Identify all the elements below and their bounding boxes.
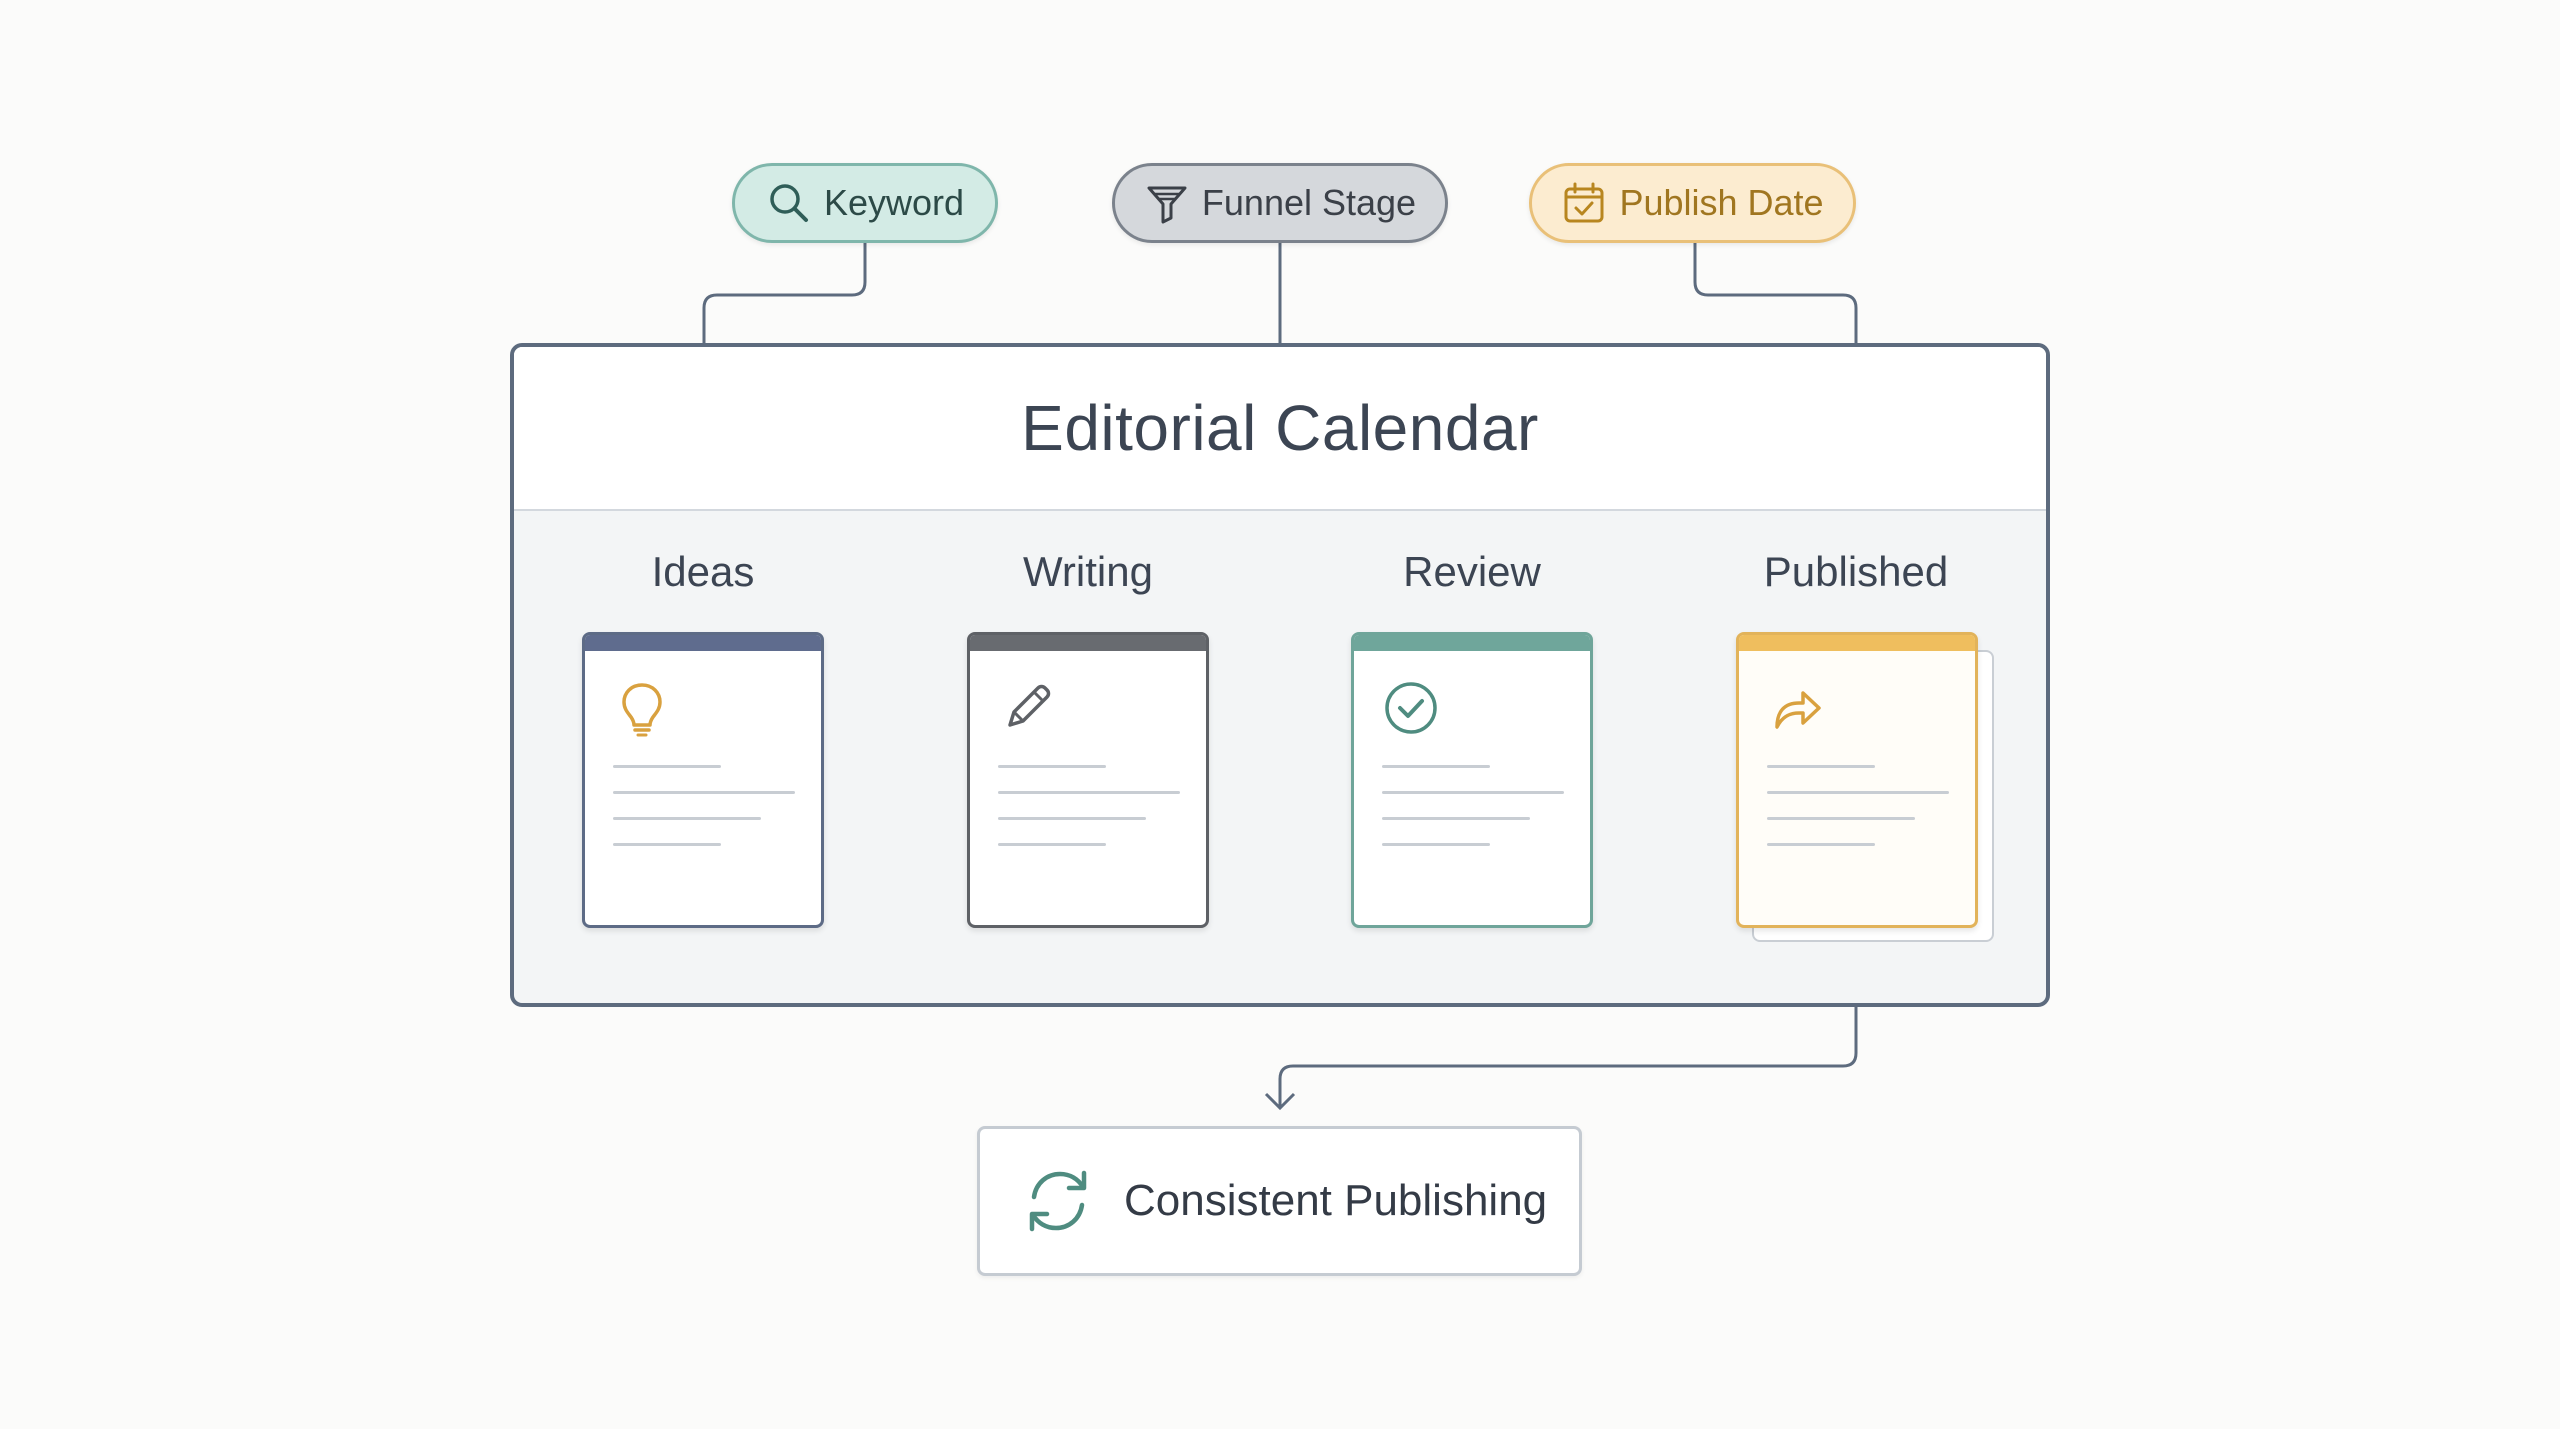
card-line <box>1767 765 1875 768</box>
funnel-icon <box>1147 186 1187 224</box>
card-line <box>613 765 721 768</box>
card-line <box>613 843 721 846</box>
card-line <box>1767 817 1915 820</box>
column-label-writing: Writing <box>1023 548 1153 595</box>
refresh-cycle-icon <box>1029 1170 1087 1232</box>
publish-date-tag[interactable]: Publish Date <box>1529 163 1856 243</box>
calendar-header: Editorial Calendar <box>514 347 2046 511</box>
keyword-tag[interactable]: Keyword <box>732 163 998 243</box>
card-line <box>613 791 795 794</box>
column-label-published: Published <box>1763 548 1949 595</box>
card-review-header-bar <box>1354 635 1590 651</box>
card-review[interactable] <box>1351 632 1593 928</box>
keyword-label: Keyword <box>823 182 965 223</box>
card-line <box>613 817 761 820</box>
column-label-review: Review <box>1403 548 1541 595</box>
calendar-title: Editorial Calendar <box>1021 392 1539 464</box>
card-writing-header-bar <box>970 635 1206 651</box>
card-writing[interactable] <box>967 632 1209 928</box>
card-line <box>1382 817 1530 820</box>
result-arrowhead <box>1264 1092 1296 1111</box>
card-published[interactable] <box>1736 632 1978 928</box>
card-ideas-header-bar <box>585 635 821 651</box>
funnel-stage-label: Funnel Stage <box>1201 182 1417 223</box>
keyword-connector <box>702 243 867 343</box>
check-circle-icon <box>1385 682 1437 734</box>
card-line <box>998 791 1180 794</box>
card-line <box>1382 791 1564 794</box>
lightbulb-icon <box>622 683 662 737</box>
search-icon <box>770 184 808 222</box>
column-label-ideas: Ideas <box>651 548 755 595</box>
card-line <box>998 765 1106 768</box>
card-ideas[interactable] <box>582 632 824 928</box>
pencil-icon <box>1008 684 1051 727</box>
card-line <box>998 817 1146 820</box>
card-line <box>998 843 1106 846</box>
card-line <box>1767 791 1949 794</box>
publish-date-label: Publish Date <box>1619 182 1824 223</box>
card-line <box>1382 843 1490 846</box>
card-published-header-bar <box>1739 635 1975 651</box>
consistent-publishing-box: Consistent Publishing <box>977 1126 1582 1276</box>
card-line <box>1767 843 1875 846</box>
share-arrow-icon <box>1775 691 1821 729</box>
consistent-publishing-label: Consistent Publishing <box>1124 1176 1548 1225</box>
funnel-stage-tag[interactable]: Funnel Stage <box>1112 163 1448 243</box>
card-line <box>1382 765 1490 768</box>
publish-date-connector <box>1693 243 1858 343</box>
calendar-icon <box>1564 182 1604 223</box>
